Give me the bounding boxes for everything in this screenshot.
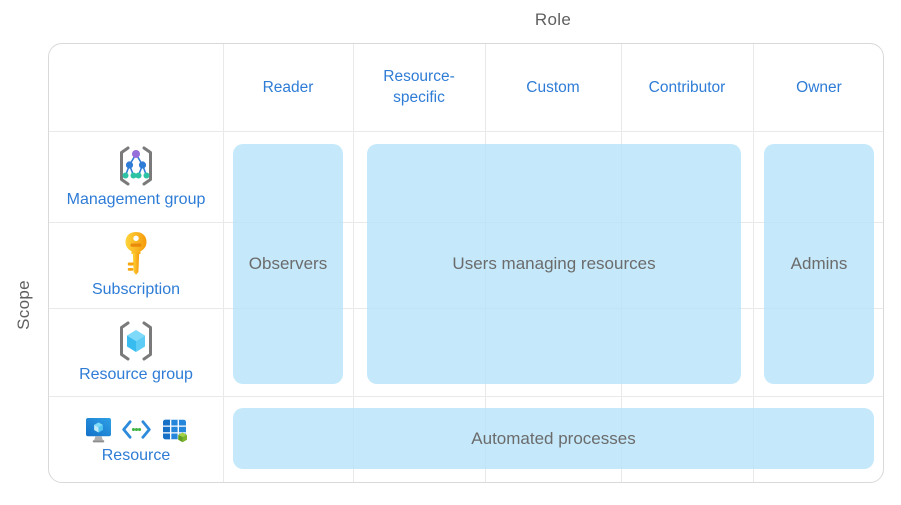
assignment-label: Users managing resources [452,254,656,273]
matrix-grid: Reader Resource-specific Custom Contribu… [48,43,884,483]
assignment-box-automated-processes: Automated processes [233,408,874,469]
assignment-label: Admins [790,254,848,273]
grid-line [753,44,754,482]
grid-line [49,396,883,397]
virtual-machine-icon [85,417,111,442]
assignment-label: Automated processes [471,428,636,448]
assignment-box-admins: Admins [764,144,874,384]
role-header-label: Resource-specific [383,67,455,106]
grid-line [223,44,224,482]
scope-row-label: Management group [66,190,206,208]
management-group-icon [120,146,152,185]
assignment-label: Observers [248,254,328,273]
table-icon [162,419,187,442]
scope-row-management-group: Management group [49,131,223,222]
role-header-label: Contributor [648,78,726,96]
role-header-custom: Custom [485,44,621,131]
subscription-key-icon [125,232,147,275]
role-header-owner: Owner [753,44,885,131]
scope-row-resource-group: Resource group [49,308,223,396]
grid-line [49,131,883,132]
scope-row-subscription: Subscription [49,222,223,308]
grid-line [353,44,354,482]
scope-axis-label: Scope [14,280,33,330]
scope-row-label: Subscription [91,281,181,298]
role-header-contributor: Contributor [621,44,753,131]
assignment-box-observers: Observers [233,144,343,384]
resource-icon-group [85,416,188,443]
assignment-box-users-managing-resources: Users managing resources [367,144,741,384]
scope-row-label: Resource [101,446,171,464]
role-header-label: Owner [796,78,842,96]
scope-row-label: Resource group [79,366,193,383]
role-header-resource-specific: Resource-specific [353,44,485,131]
scope-row-resource: Resource [49,396,223,484]
resource-group-icon [120,321,152,361]
role-header-reader: Reader [223,44,353,131]
code-icon [121,419,151,439]
role-axis-label: Role [534,10,572,29]
role-header-label: Custom [526,78,580,96]
role-header-label: Reader [262,78,314,96]
